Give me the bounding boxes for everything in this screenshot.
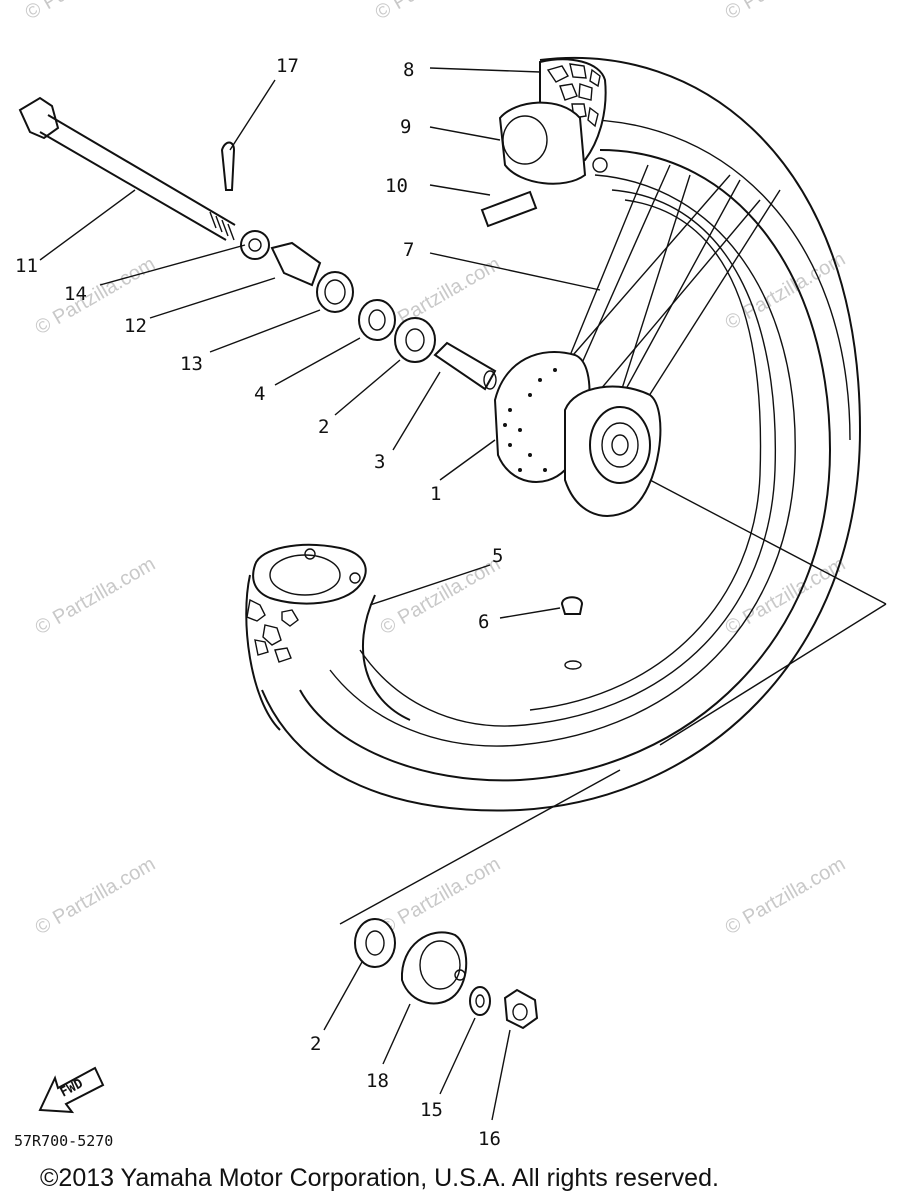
drawing-code: 57R700-5270 (14, 1132, 113, 1150)
callout-4: 4 (254, 383, 265, 405)
lower-parts (354, 918, 539, 1030)
watermark: © Partzilla.com (377, 853, 505, 939)
callout-18: 18 (366, 1070, 389, 1092)
callout-8: 8 (403, 59, 414, 81)
callout-10: 10 (385, 175, 408, 197)
fwd-arrow-icon: FWD (38, 1066, 105, 1114)
watermark: © Partzilla.com (722, 853, 850, 939)
callout-1: 1 (430, 483, 441, 505)
callout-13: 13 (180, 353, 203, 375)
callout-9: 9 (400, 116, 411, 138)
axle-spacers-and-bearings (240, 230, 497, 391)
watermark-layer: © Partzilla.com © Partzilla.com © Partzi… (22, 0, 850, 939)
watermark: © Partzilla.com (372, 0, 500, 24)
callout-11: 11 (15, 255, 38, 277)
watermark: © Partzilla.com (722, 0, 850, 24)
callout-2-lower: 2 (310, 1033, 321, 1055)
hub-flange-holes (503, 368, 557, 472)
watermark: © Partzilla.com (722, 248, 850, 334)
callout-14: 14 (64, 283, 87, 305)
callout-labels: 1 2 2 3 4 5 6 7 8 9 10 11 12 13 14 15 16… (15, 55, 503, 1150)
axle (18, 96, 236, 241)
callout-12: 12 (124, 315, 147, 337)
axis-lines (339, 479, 887, 925)
hub (493, 351, 662, 517)
callout-3: 3 (374, 451, 385, 473)
valve-cap (560, 596, 584, 670)
spokes (559, 164, 781, 411)
callout-5: 5 (492, 545, 503, 567)
watermark: © Partzilla.com (32, 853, 160, 939)
callout-7: 7 (403, 239, 414, 261)
callout-2: 2 (318, 416, 329, 438)
copyright-notice: ©2013 Yamaha Motor Corporation, U.S.A. A… (40, 1164, 719, 1192)
callout-15: 15 (420, 1099, 443, 1121)
callout-17: 17 (276, 55, 299, 77)
callout-16: 16 (478, 1128, 501, 1150)
callout-6: 6 (478, 611, 489, 633)
watermark: © Partzilla.com (32, 553, 160, 639)
tire-and-rim (245, 56, 862, 812)
watermark: © Partzilla.com (22, 0, 150, 24)
cotter-pin (220, 141, 236, 191)
watermark: © Partzilla.com (377, 253, 505, 339)
leader-lines (39, 67, 601, 1121)
